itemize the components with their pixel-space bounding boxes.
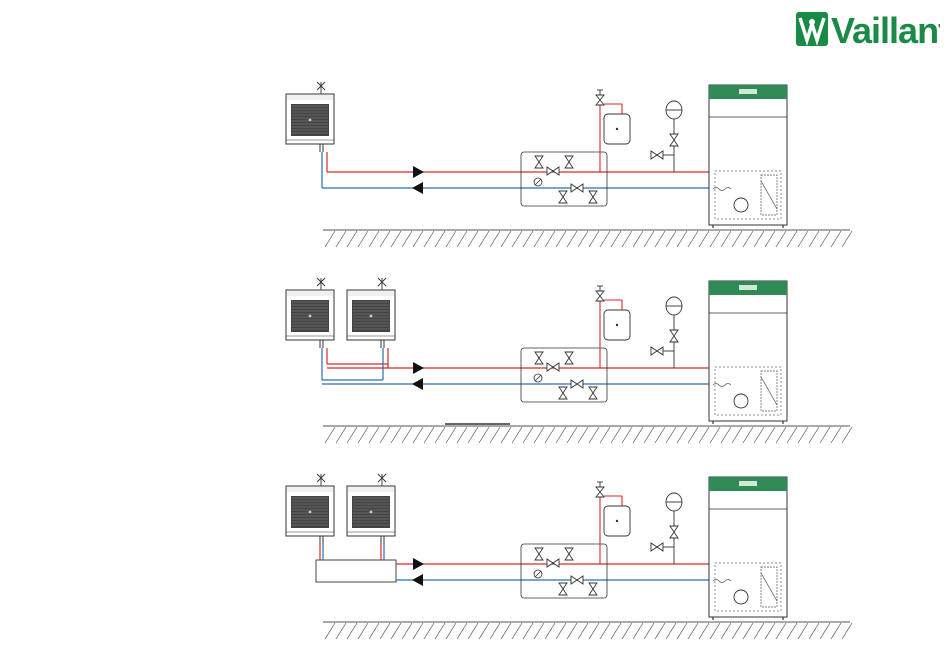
air-vent-icon [317,278,325,290]
diagram-single-unit [286,82,852,247]
indoor-unit-cylinder [709,281,787,424]
safety-valve-icon [596,90,604,105]
ground-line [323,230,852,247]
membrane-expansion-vessel [666,493,682,511]
shutoff-valve-icon [571,576,583,584]
shutoff-valve-icon [571,184,583,192]
shutoff-valve-icon [651,543,663,551]
shutoff-valve-icon [547,167,559,175]
ground-line [323,426,852,443]
flow-direction-arrow-icon [413,166,424,178]
shutoff-valve-icon [559,583,567,595]
pump-icon [734,198,748,212]
hydraulic-station [521,348,607,402]
shutoff-valve-icon [670,330,678,342]
shutoff-valve-icon [589,387,597,399]
shutoff-valve-icon [589,583,597,595]
outdoor-heat-pump-unit [347,474,395,544]
expansion-tank [604,506,630,536]
membrane-expansion-vessel [666,297,682,315]
outdoor-heat-pump-unit [286,278,334,348]
safety-valve-icon [596,482,604,497]
air-vent-icon [378,474,386,486]
safety-valve-icon [596,286,604,301]
air-vent-icon [378,278,386,290]
diagram-dual-unit-buffer [286,474,852,639]
shutoff-valve-icon [535,156,543,168]
return-direction-arrow-icon [412,574,423,586]
shutoff-valve-icon [547,559,559,567]
pump-icon [734,394,748,408]
hydraulic-station [521,152,607,206]
pump-icon [734,590,748,604]
shutoff-valve-icon [651,151,663,159]
indoor-unit-cylinder [709,85,787,228]
shutoff-valve-icon [565,156,573,168]
flow-direction-arrow-icon [413,558,424,570]
display-icon [739,89,757,94]
display-icon [739,481,757,486]
outdoor-heat-pump-unit [347,278,395,348]
flow-direction-arrow-icon [413,362,424,374]
shutoff-valve-icon [565,352,573,364]
diagram-dual-unit [286,278,852,443]
membrane-expansion-vessel [666,101,682,119]
shutoff-valve-icon [547,363,559,371]
expansion-tank [604,114,630,144]
shutoff-valve-icon [565,548,573,560]
shutoff-valve-icon [535,548,543,560]
air-vent-icon [317,474,325,486]
shutoff-valve-icon [559,387,567,399]
return-direction-arrow-icon [412,182,423,194]
outdoor-heat-pump-unit [286,474,334,544]
outdoor-heat-pump-unit [286,82,334,152]
display-icon [739,285,757,290]
shutoff-valve-icon [651,347,663,355]
shutoff-valve-icon [571,380,583,388]
air-vent-icon [317,82,325,94]
shutoff-valve-icon [535,352,543,364]
shutoff-valve-icon [670,134,678,146]
indoor-unit-cylinder [709,477,787,620]
hydraulic-station [521,544,607,598]
shutoff-valve-icon [559,191,567,203]
shutoff-valve-icon [670,526,678,538]
ground-line [323,622,852,639]
shutoff-valve-icon [589,191,597,203]
buffer-manifold [316,560,396,582]
return-direction-arrow-icon [412,378,423,390]
expansion-tank [604,310,630,340]
